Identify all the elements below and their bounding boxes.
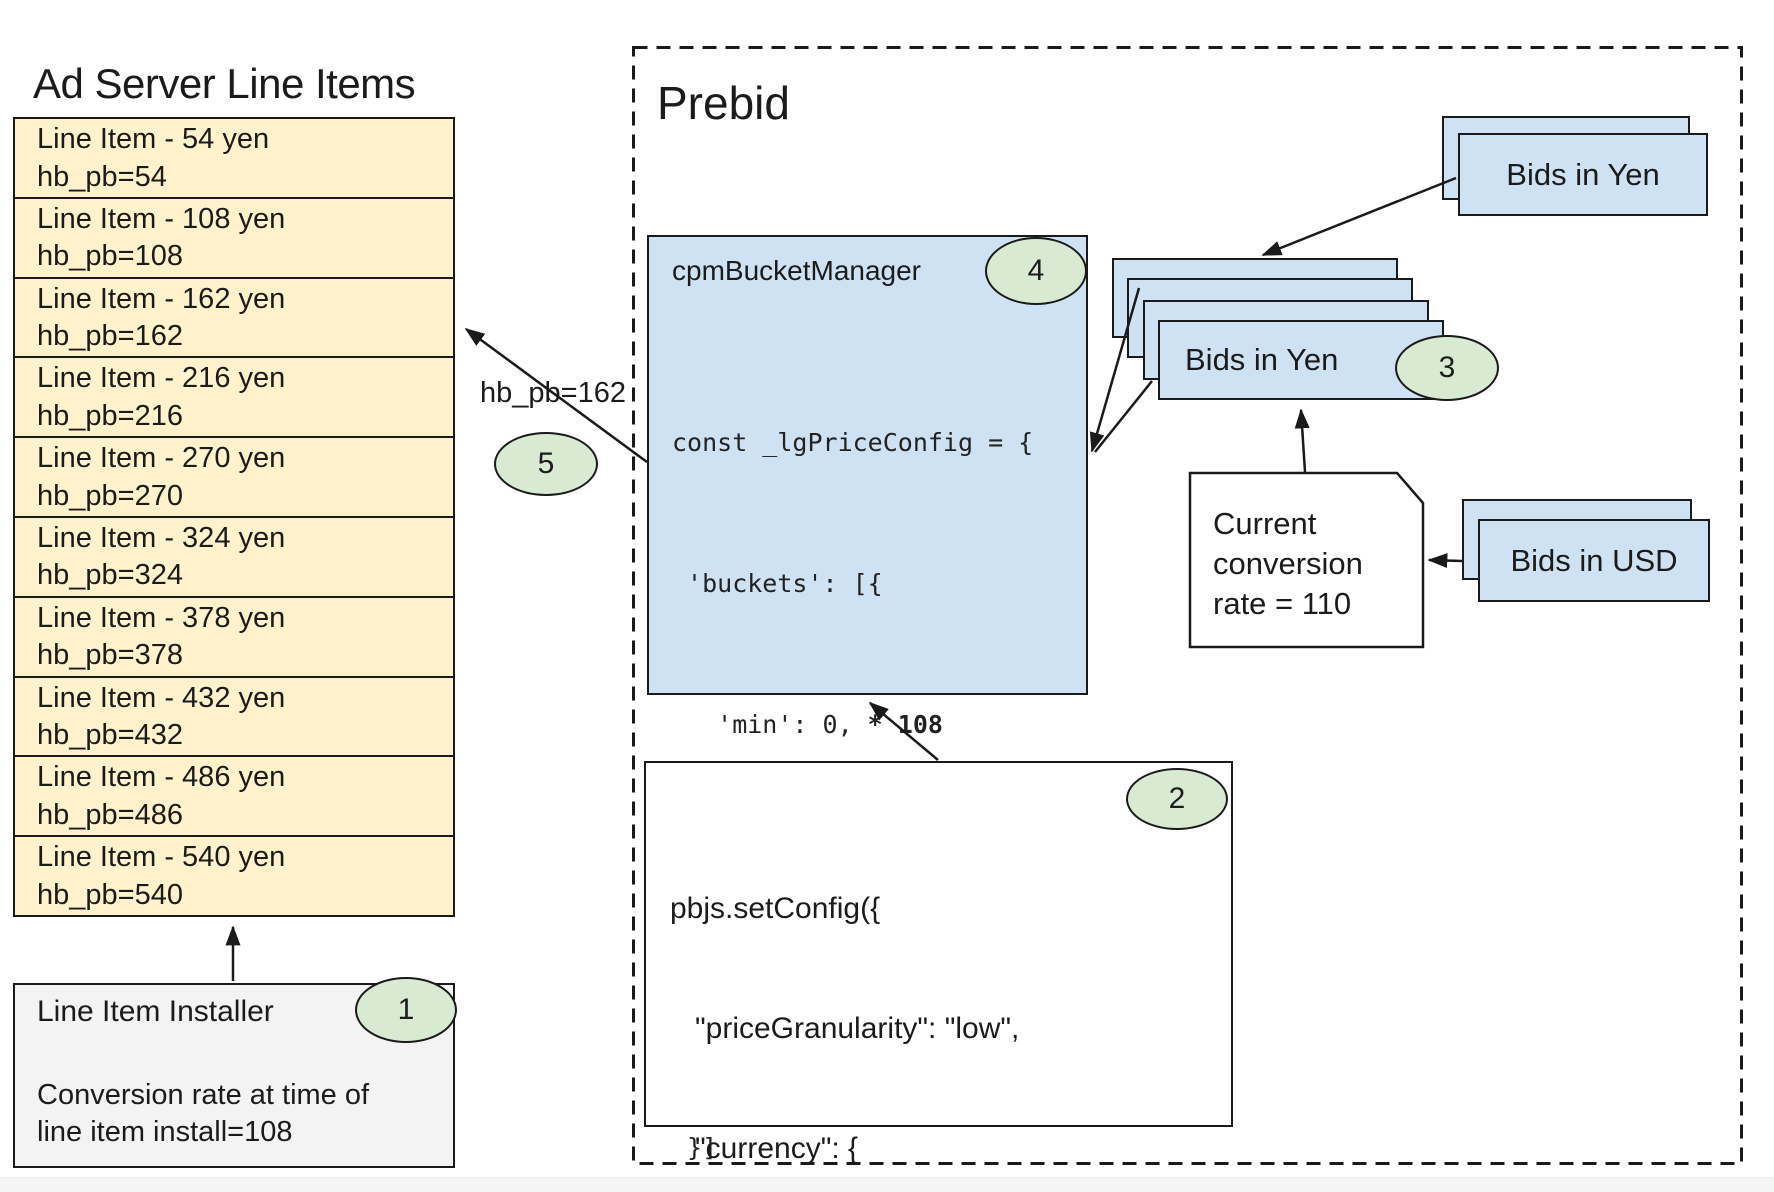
installer-body-line2: line item install=108 bbox=[37, 1116, 293, 1148]
code-line: pbjs.setConfig({ bbox=[670, 892, 881, 925]
conversion-rate-note: Current conversion rate = 110 bbox=[1213, 504, 1363, 624]
step-badge-2: 2 bbox=[1126, 768, 1228, 830]
table-row: Line Item - 162 yen hb_pb=162 bbox=[15, 276, 453, 357]
pbjs-set-config-box: pbjs.setConfig({ "priceGranularity": "lo… bbox=[644, 761, 1233, 1165]
step-badge-5: 5 bbox=[494, 432, 598, 496]
hb-pb-arrow-label: hb_pb=162 bbox=[480, 377, 626, 409]
code-line: const _lgPriceConfig = { bbox=[672, 428, 1034, 457]
line-item-hbpb: hb_pb=378 bbox=[37, 639, 183, 672]
code-line: 'buckets': [{ bbox=[672, 569, 883, 598]
line-item-label: Line Item - 216 yen bbox=[37, 362, 286, 395]
table-row: Line Item - 324 yen hb_pb=324 bbox=[15, 515, 453, 596]
installer-title: Line Item Installer bbox=[37, 995, 274, 1028]
line-item-hbpb: hb_pb=324 bbox=[37, 559, 183, 592]
line-item-hbpb: hb_pb=270 bbox=[37, 479, 183, 512]
line-item-label: Line Item - 324 yen bbox=[37, 521, 286, 554]
line-item-label: Line Item - 378 yen bbox=[37, 601, 286, 634]
line-item-label: Line Item - 108 yen bbox=[37, 202, 286, 235]
line-item-label: Line Item - 54 yen bbox=[37, 123, 270, 155]
step-badge-3: 3 bbox=[1395, 335, 1499, 401]
step-badge-4: 4 bbox=[985, 237, 1087, 305]
table-row: Line Item - 270 yen hb_pb=270 bbox=[15, 436, 453, 516]
line-item-label: Line Item - 162 yen bbox=[37, 282, 286, 315]
code-line: "priceGranularity": "low", bbox=[670, 1012, 1020, 1045]
line-item-installer-box: Line Item Installer Conversion rate at t… bbox=[13, 983, 455, 1168]
line-item-hbpb: hb_pb=432 bbox=[37, 719, 183, 752]
arrow-usd-to-note bbox=[1427, 553, 1463, 569]
line-item-label: Line Item - 540 yen bbox=[37, 841, 286, 874]
table-row: Line Item - 216 yen hb_pb=216 bbox=[15, 356, 453, 436]
table-row: Line Item - 378 yen hb_pb=378 bbox=[15, 595, 453, 676]
table-row: Line Item - 108 yen hb_pb=108 bbox=[15, 196, 453, 277]
table-row: Line Item - 54 yen hb_pb=54 bbox=[15, 119, 453, 197]
line-items-table: Line Item - 54 yen hb_pb=54 Line Item - … bbox=[13, 117, 455, 917]
bids-in-yen-top-card: Bids in Yen bbox=[1458, 133, 1708, 216]
line-item-hbpb: hb_pb=54 bbox=[37, 160, 167, 193]
note-line2: conversion bbox=[1213, 546, 1363, 581]
line-item-label: Line Item - 270 yen bbox=[37, 442, 286, 475]
page-bottom-strip bbox=[0, 1177, 1774, 1192]
note-line3: rate = 110 bbox=[1213, 586, 1352, 621]
code-line: "currency": { bbox=[670, 1132, 859, 1165]
installer-body-line1: Conversion rate at time of bbox=[37, 1079, 370, 1111]
line-item-hbpb: hb_pb=108 bbox=[37, 240, 183, 273]
code-line: }] bbox=[672, 1133, 718, 1162]
cpm-bucket-manager-box: cpmBucketManager const _lgPriceConfig = … bbox=[647, 235, 1088, 1162]
ad-server-title: Ad Server Line Items bbox=[33, 60, 416, 107]
table-row: Line Item - 540 yen hb_pb=540 bbox=[15, 835, 453, 915]
line-item-label: Line Item - 486 yen bbox=[37, 761, 286, 794]
bids-in-yen-stack-front-card: Bids in Yen bbox=[1158, 320, 1444, 400]
bids-in-usd-card: Bids in USD bbox=[1478, 519, 1710, 602]
line-item-hbpb: hb_pb=540 bbox=[37, 878, 183, 911]
arrow-note-to-yen-stack bbox=[1294, 408, 1310, 473]
line-item-hbpb: hb_pb=216 bbox=[37, 399, 183, 432]
note-line1: Current bbox=[1213, 506, 1317, 541]
line-item-hbpb: hb_pb=486 bbox=[37, 798, 183, 831]
set-config-code: pbjs.setConfig({ "priceGranularity": "lo… bbox=[670, 809, 1094, 1192]
line-item-label: Line Item - 432 yen bbox=[37, 681, 286, 714]
table-row: Line Item - 432 yen hb_pb=432 bbox=[15, 675, 453, 756]
cpm-bucket-manager-label: cpmBucketManager bbox=[672, 255, 922, 286]
step-badge-1: 1 bbox=[355, 977, 457, 1043]
arrow-yen-top-to-stack bbox=[1261, 176, 1457, 257]
arrow-yen-stack-to-bucket-2 bbox=[1094, 380, 1153, 453]
code-line: 'min': 0, * 108 bbox=[672, 710, 943, 739]
prebid-title: Prebid bbox=[657, 77, 790, 129]
table-row: Line Item - 486 yen hb_pb=486 bbox=[15, 755, 453, 835]
line-item-hbpb: hb_pb=162 bbox=[37, 320, 183, 353]
